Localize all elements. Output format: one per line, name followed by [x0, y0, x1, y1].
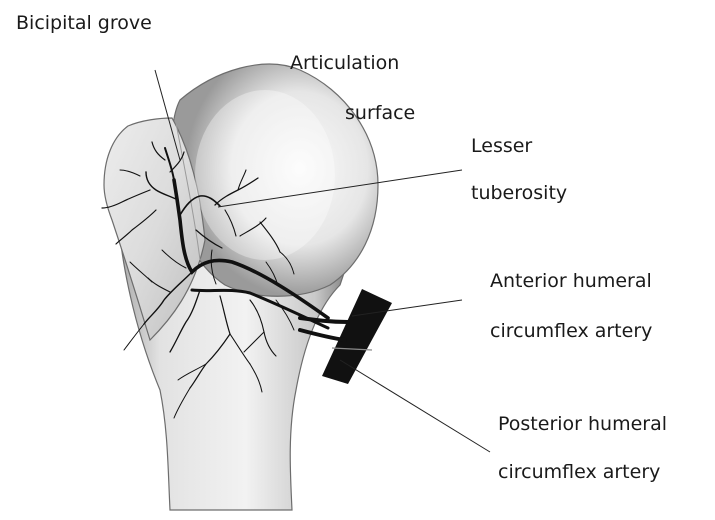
label-anterior-humeral-line2: circumflex artery: [490, 320, 652, 342]
label-anterior-humeral-line1: Anterior humeral: [490, 270, 652, 292]
head-highlight: [195, 90, 335, 260]
label-posterior-humeral-line1: Posterior humeral: [498, 413, 667, 435]
label-bicipital-grove: Bicipital grove: [16, 12, 152, 34]
label-posterior-humeral-line2: circumflex artery: [498, 461, 660, 483]
label-lesser-tuberosity-line1: Lesser: [471, 135, 532, 157]
label-lesser-tuberosity-line2: tuberosity: [471, 182, 567, 204]
leader-posterior-humeral: [340, 360, 490, 452]
label-articulation-surface-line2: surface: [345, 102, 415, 124]
label-articulation-surface-line1: Articulation: [290, 52, 399, 74]
